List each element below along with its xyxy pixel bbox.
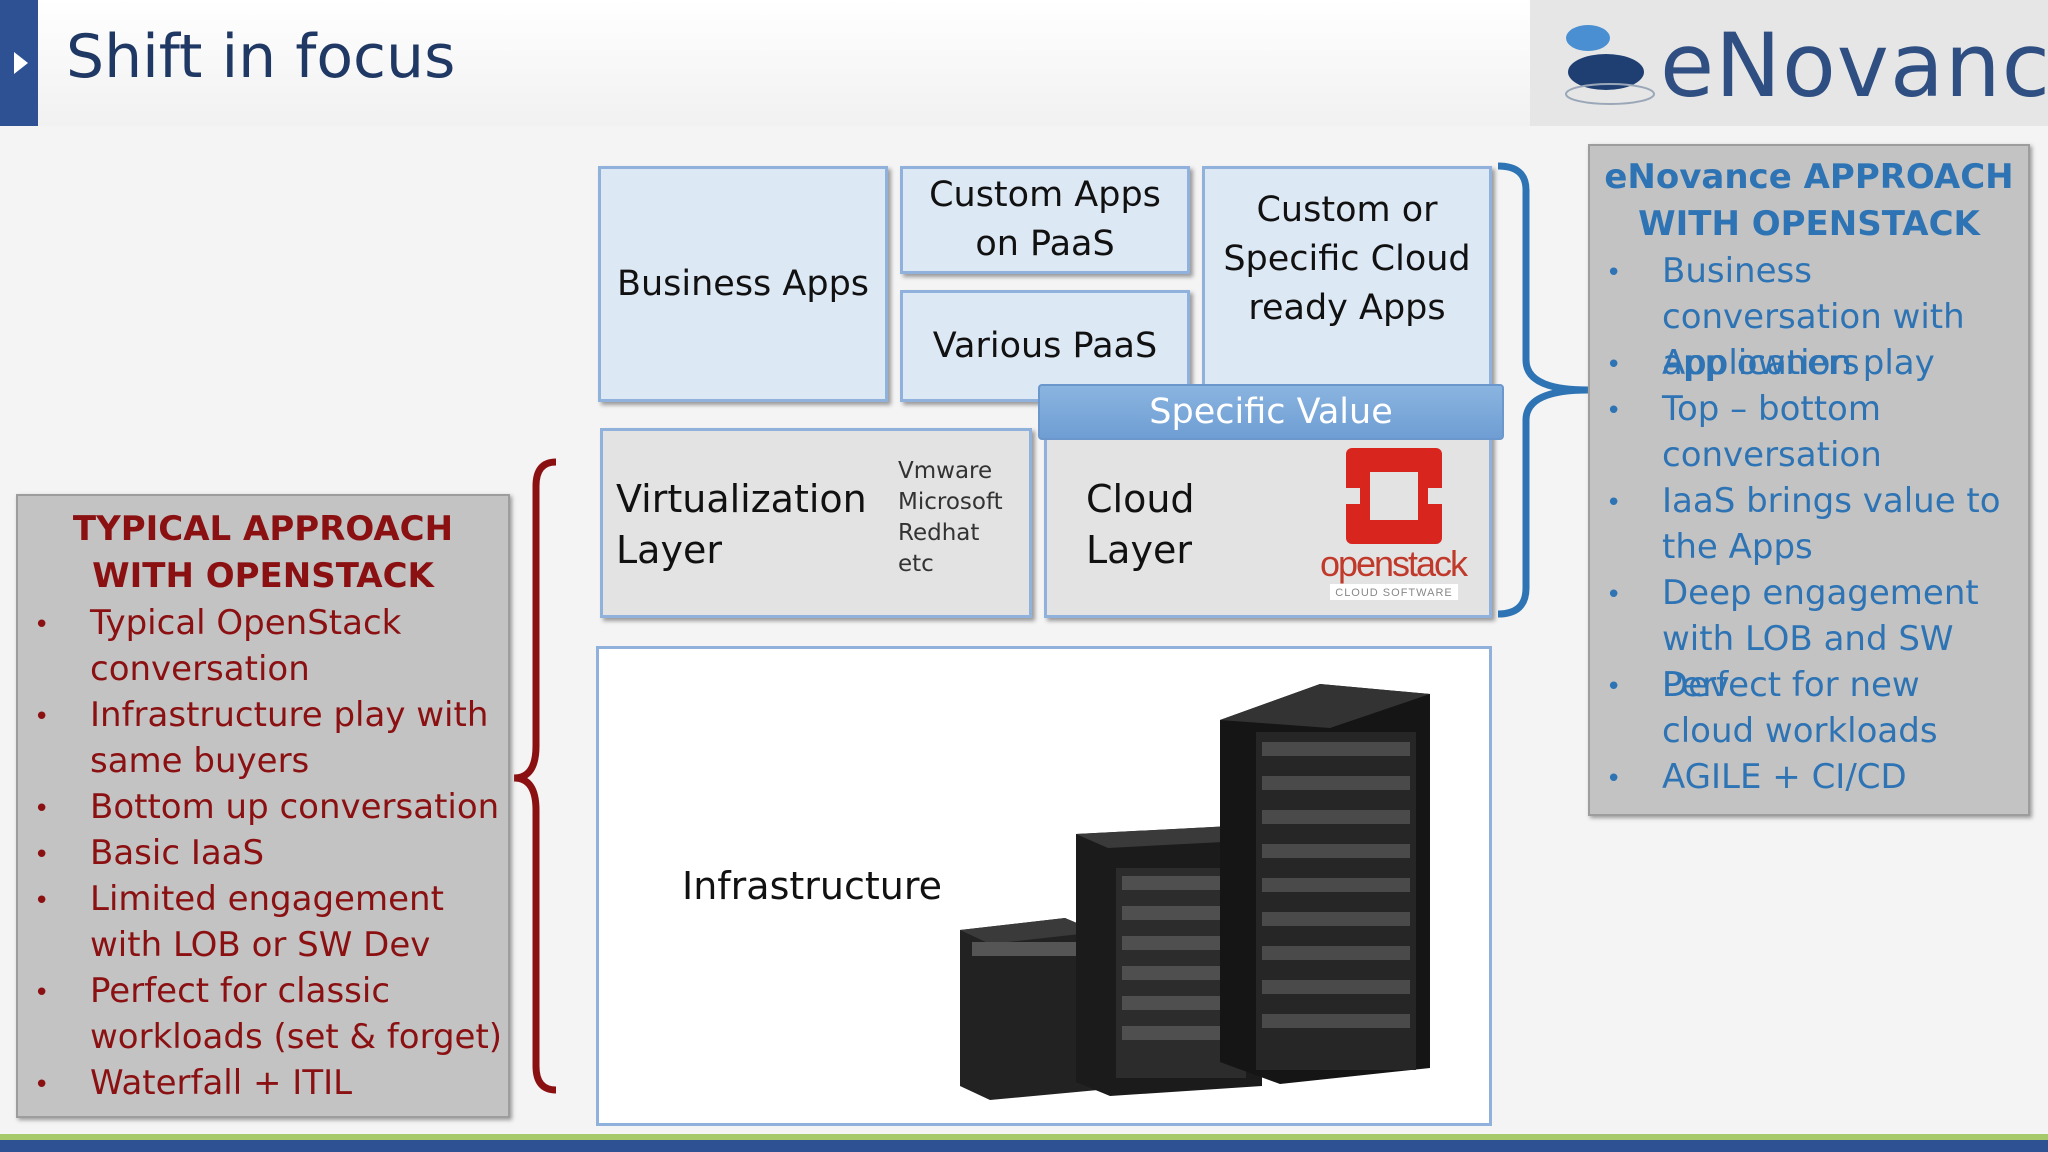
bullet-icon: • bbox=[34, 702, 50, 732]
bullet-icon: • bbox=[1606, 350, 1622, 380]
vendor-item: Redhat bbox=[898, 520, 980, 547]
list-item: Deep engagement with LOB and SW Dev bbox=[1662, 573, 1979, 705]
list-item: Infrastructure play with same buyers bbox=[90, 695, 489, 781]
vendor-item: etc bbox=[898, 551, 934, 578]
server-racks-image bbox=[960, 684, 1430, 1100]
business-apps-box: Business Apps bbox=[598, 166, 888, 402]
list-item: Limited engagement with LOB or SW Dev bbox=[90, 879, 444, 965]
openstack-logo: openstack CLOUD SOFTWARE bbox=[1320, 448, 1469, 600]
bullet-icon: • bbox=[34, 794, 50, 824]
bullet-icon: • bbox=[34, 886, 50, 916]
enovance-approach-title: eNovance APPROACH WITH OPENSTACK bbox=[1604, 157, 2014, 244]
vendor-item: Vmware bbox=[898, 458, 993, 484]
enovance-logo-wordmark: eNovance bbox=[1660, 14, 2048, 117]
cloud-layer-label: Cloud Layer bbox=[1086, 477, 1195, 573]
bullet-icon: • bbox=[1606, 488, 1622, 518]
bullet-icon: • bbox=[1606, 580, 1622, 610]
list-item: AGILE + CI/CD bbox=[1662, 757, 1907, 797]
list-item: IaaS brings value to the Apps bbox=[1662, 481, 2001, 567]
bullet-icon: • bbox=[1606, 672, 1622, 702]
footer-accent-line bbox=[0, 1134, 2048, 1140]
bullet-icon: • bbox=[34, 1070, 50, 1100]
virtualization-layer-box bbox=[600, 428, 1032, 618]
virtualization-vendor-list: Vmware Microsoft Redhat etc bbox=[898, 456, 1003, 580]
enovance-logo-icon bbox=[1565, 25, 1655, 105]
list-item: Perfect for new cloud workloads bbox=[1662, 665, 1938, 751]
vendor-item: Microsoft bbox=[898, 489, 1003, 516]
openstack-tagline: CLOUD SOFTWARE bbox=[1335, 587, 1453, 599]
various-paas-box: Various PaaS bbox=[900, 290, 1190, 402]
typical-approach-panel: TYPICAL APPROACH WITH OPENSTACK • Typica… bbox=[16, 494, 510, 1118]
openstack-wordmark: openstack bbox=[1320, 543, 1469, 584]
list-item: Waterfall + ITIL bbox=[90, 1063, 353, 1103]
enovance-approach-panel: eNovance APPROACH WITH OPENSTACK • Busin… bbox=[1588, 144, 2030, 816]
bullet-icon: • bbox=[34, 978, 50, 1008]
custom-cloud-apps-box: Custom or Specific Cloud ready Apps bbox=[1202, 166, 1492, 402]
left-red-brace bbox=[513, 458, 557, 1094]
play-arrow-icon bbox=[14, 52, 28, 74]
bullet-icon: • bbox=[1606, 258, 1622, 288]
list-item: Top – bottom conversation bbox=[1662, 389, 1882, 475]
bullet-icon: • bbox=[1606, 396, 1622, 426]
list-item: Typical OpenStack conversation bbox=[90, 603, 402, 689]
slide-title: Shift in focus bbox=[66, 22, 456, 92]
bullet-icon: • bbox=[34, 610, 50, 640]
list-item: Perfect for classic workloads (set & for… bbox=[90, 971, 503, 1057]
list-item: Business conversation with app owners bbox=[1662, 251, 1965, 383]
infrastructure-label: Infrastructure bbox=[682, 864, 943, 908]
virtualization-layer-label: Virtualization Layer bbox=[616, 477, 867, 573]
typical-approach-title: TYPICAL APPROACH WITH OPENSTACK bbox=[72, 509, 454, 596]
list-item: Bottom up conversation bbox=[90, 787, 500, 827]
list-item: Basic IaaS bbox=[90, 833, 265, 873]
bullet-icon: • bbox=[34, 840, 50, 870]
bullet-icon: • bbox=[1606, 764, 1622, 794]
custom-apps-paas-box: Custom Apps on PaaS bbox=[900, 166, 1190, 274]
list-item: Application play bbox=[1662, 343, 1935, 383]
right-blue-brace bbox=[1497, 162, 1589, 618]
footer-bar bbox=[0, 1140, 2048, 1152]
specific-value-banner: Specific Value bbox=[1038, 384, 1504, 440]
